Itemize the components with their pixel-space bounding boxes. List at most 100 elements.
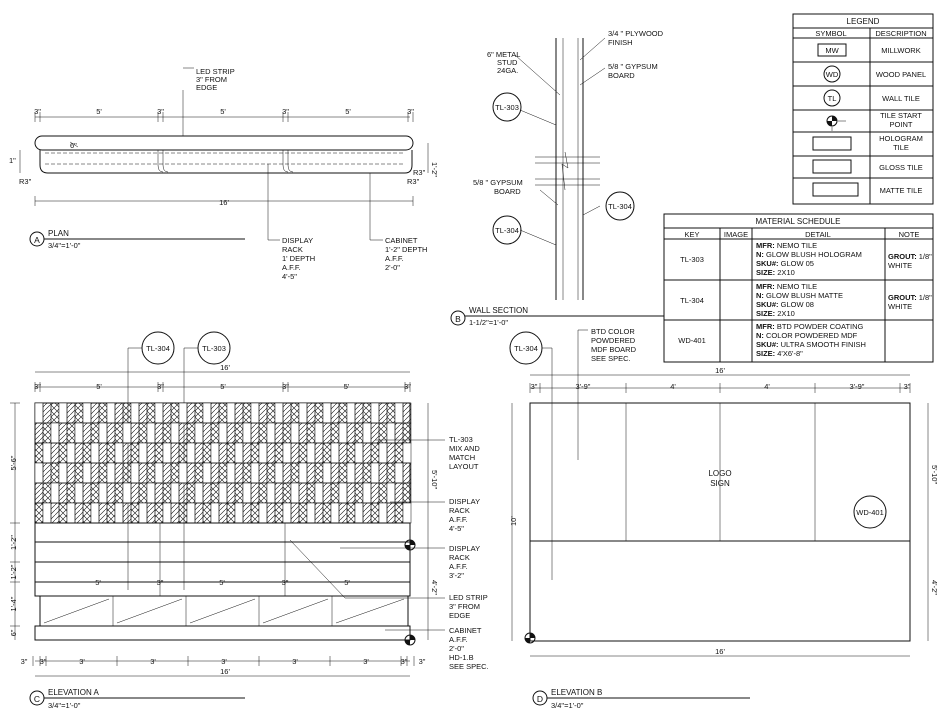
tile [42, 462, 52, 484]
schedule-detail-value: NEMO TILE [777, 282, 817, 291]
schedule-key: TL-303 [680, 255, 704, 264]
tile [370, 402, 380, 424]
tile [58, 502, 68, 524]
elev-a-left-dim: 1'-4" [9, 596, 18, 611]
tile [66, 482, 76, 504]
tile [338, 442, 348, 464]
tile [90, 462, 100, 484]
schedule-detail-colon: : [761, 331, 766, 340]
elev-a-top-dim: 5' [96, 382, 102, 391]
tile [282, 482, 292, 504]
elev-a-note-cab: HD-1.B [449, 653, 474, 662]
schedule-detail-value: ULTRA SMOOTH FINISH [781, 340, 866, 349]
tile [210, 462, 220, 484]
elev-a-base [34, 625, 411, 641]
tile [138, 422, 148, 444]
elev-a-note-cab: A.F.F. [449, 635, 468, 644]
tile [370, 442, 380, 464]
tile [282, 402, 292, 424]
tile [394, 462, 404, 484]
elev-a-left-dim: 1'-2" [9, 564, 18, 579]
legend-desc-wall-tile: WALL TILE [882, 94, 920, 103]
elev-b-btd-note-3: MDF BOARD [591, 345, 637, 354]
tile [274, 402, 284, 424]
tile [130, 462, 140, 484]
tile [402, 462, 412, 484]
schedule-detail-label: N [756, 291, 761, 300]
schedule-detail-mfr: MFR: BTD POWDER COATING [756, 322, 864, 331]
legend-table: LEGEND SYMBOL DESCRIPTION MW MILLWORK WD… [792, 13, 934, 205]
schedule-detail-colon: : [772, 322, 777, 331]
tile [194, 442, 204, 464]
elev-a-overall-bottom: 16' [220, 667, 230, 676]
tile [82, 422, 92, 444]
tile [50, 502, 60, 524]
plan-cabinet-note-3: A.F.F. [385, 254, 404, 263]
plan-right-dim: 1'-2" [430, 162, 439, 177]
tile [394, 402, 404, 424]
schedule-grout-label: GROUT: [888, 293, 917, 302]
tile [298, 482, 308, 504]
tile [394, 482, 404, 504]
tile [178, 422, 188, 444]
elev-b-top-dim: 3" [904, 382, 911, 391]
schedule-detail-colon: : [776, 259, 781, 268]
tile [146, 482, 156, 504]
tile [146, 442, 156, 464]
tile [66, 442, 76, 464]
tile [362, 442, 372, 464]
elevation-b: TL-304 BTD COLOR POWDERED MDF BOARD SEE … [509, 327, 939, 710]
section-gypsum-right: 5/8 " GYPSUM [608, 62, 658, 71]
tile [74, 422, 84, 444]
schedule-detail-n: N: GLOW BLUSH HOLOGRAM [756, 250, 862, 259]
tile [170, 442, 180, 464]
tile [250, 462, 260, 484]
tile [362, 502, 372, 524]
tile [290, 442, 300, 464]
tile [186, 482, 196, 504]
plan-rack-note-3: 1' DEPTH [282, 254, 315, 263]
section-marker-letter: B [455, 314, 461, 324]
schedule-header-detail: DETAIL [805, 230, 831, 239]
legend-desc-matte: MATTE TILE [880, 186, 923, 195]
schedule-detail-colon: : [776, 300, 781, 309]
elev-a-top-dim: 3" [404, 382, 411, 391]
hologram-tile-swatch [812, 136, 852, 151]
tile [250, 502, 260, 524]
tile [66, 502, 76, 524]
tile [250, 422, 260, 444]
tile [290, 482, 300, 504]
schedule-grout-color: WHITE [888, 261, 912, 270]
tile [322, 502, 332, 524]
tile [338, 462, 348, 484]
plan-cabinet-note-2: 1'-2" DEPTH [385, 245, 427, 254]
tile [226, 502, 236, 524]
tile [146, 462, 156, 484]
tile [178, 502, 188, 524]
elev-b-btd-note: BTD COLOR [591, 327, 635, 336]
tile [194, 482, 204, 504]
tile [330, 482, 340, 504]
tile [34, 462, 44, 484]
section-gypsum-left-2: BOARD [494, 187, 521, 196]
tile [82, 502, 92, 524]
elev-a-note-cab: CABINET [449, 626, 482, 635]
elev-b-right-dim-upper: 5'-10" [930, 465, 939, 484]
tile [50, 402, 60, 424]
tile [34, 502, 44, 524]
elev-a-note-rack1: RACK [449, 506, 470, 515]
elev-a-mid-dim: 5' [344, 578, 350, 587]
tile [234, 462, 244, 484]
section-tag-tl304-left-text: TL-304 [495, 226, 519, 235]
legend-desc-gloss: GLOSS TILE [879, 163, 923, 172]
tile [138, 442, 148, 464]
tile [242, 402, 252, 424]
elev-a-note-rack2: 3'-2" [449, 571, 464, 580]
schedule-detail-size: SIZE: 2X10 [756, 268, 795, 277]
tile [362, 402, 372, 424]
tile [66, 402, 76, 424]
tile [314, 422, 324, 444]
elev-a-top-dim: 5' [220, 382, 226, 391]
elev-a-note-rack2: RACK [449, 553, 470, 562]
schedule-detail-size: SIZE: 4'X6'-8" [756, 349, 803, 358]
